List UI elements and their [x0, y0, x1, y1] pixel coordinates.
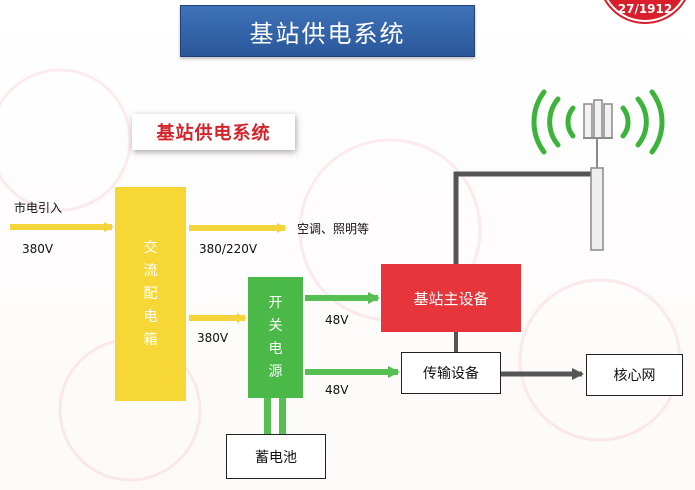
battery-box: 蓄电池: [226, 434, 326, 479]
bs-to-antenna-line: [453, 171, 596, 264]
battery-label: 蓄电池: [255, 449, 297, 466]
transmission-box: 传输设备: [401, 352, 501, 394]
diagram-title: 基站供电系统: [132, 114, 295, 150]
core-network-label: 核心网: [613, 368, 656, 384]
mains-input-label: 市电引入: [14, 201, 63, 215]
battery-link-right: [279, 398, 286, 434]
mains-voltage-label: 380V: [22, 242, 54, 256]
ac-distribution-box: 交 流 配 电 箱: [115, 187, 186, 401]
transmission-label: 传输设备: [423, 366, 479, 382]
page-title: 基站供电系统: [249, 19, 406, 48]
watermark: [0, 68, 682, 482]
dc-tx-voltage-label: 48V: [325, 383, 349, 397]
antenna-tower-icon: [583, 99, 613, 251]
base-station-box: 基站主设备: [381, 264, 521, 332]
base-station-label: 基站主设备: [413, 289, 489, 308]
battery-link-left: [264, 398, 271, 434]
switch-input-voltage-label: 380V: [197, 331, 229, 345]
ac-loads-label: 空调、照明等: [297, 222, 370, 236]
ac-output-voltage-label: 380/220V: [199, 242, 258, 256]
switching-power-box: 开 关 电 源: [248, 277, 303, 398]
core-network-box: 核心网: [586, 354, 683, 396]
header-banner: 基站供电系统: [180, 5, 475, 57]
dc-bs-voltage-label: 48V: [325, 313, 349, 327]
signal-wave-icon: [531, 89, 665, 155]
